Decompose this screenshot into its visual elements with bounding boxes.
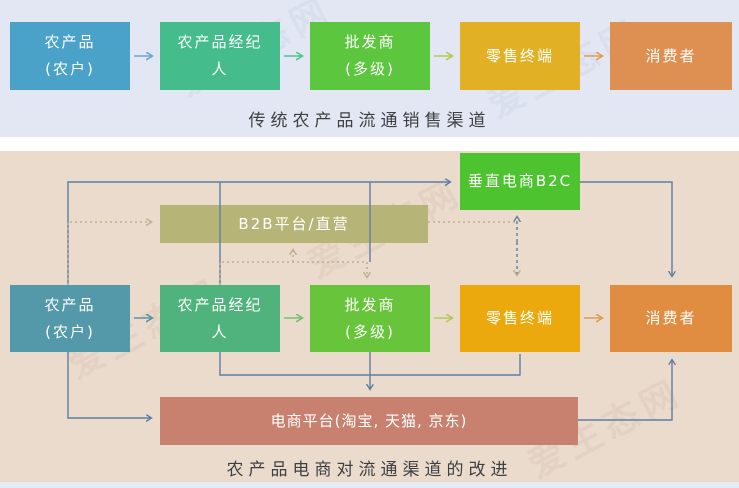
trad-node-wholesaler: 批发商 (多级) (310, 22, 430, 90)
node-b2b-platform: B2B平台/直营 (160, 205, 428, 243)
node-label: 消费者 (645, 309, 697, 327)
node-label: 消费者 (645, 46, 697, 65)
ec-node-broker: 农产品经纪 人 (160, 285, 280, 352)
footer-strip (0, 482, 739, 488)
node-label: 农产品 (44, 295, 96, 314)
node-label: 农产品经纪 (177, 295, 263, 314)
ec-node-wholesaler: 批发商 (多级) (310, 285, 430, 352)
node-label: (多级) (345, 322, 395, 341)
node-label: (农户) (45, 60, 95, 78)
node-label: 农产品经纪 (177, 33, 263, 51)
node-label: 人 (211, 60, 229, 78)
ec-node-retail-terminal: 零售终端 (460, 285, 580, 352)
node-label: 批发商 (344, 295, 396, 314)
node-label: B2B平台/直营 (238, 214, 350, 233)
node-label: (农户) (45, 322, 95, 341)
trad-node-retail-terminal: 零售终端 (460, 22, 580, 90)
ecommerce-channel-caption: 农产品电商对流通渠道的改进 (226, 460, 513, 480)
ec-node-consumer: 消费者 (610, 285, 732, 352)
node-ecommerce-platform: 电商平台(淘宝, 天猫, 京东) (160, 397, 578, 445)
node-label: 农产品 (44, 33, 96, 51)
trad-node-farm-product: 农产品 (农户) (10, 22, 130, 90)
node-label: 垂直电商B2C (467, 172, 573, 190)
node-label: 人 (211, 322, 229, 341)
trad-node-broker: 农产品经纪 人 (160, 22, 280, 90)
trad-node-consumer: 消费者 (610, 22, 732, 90)
traditional-channel-caption: 传统农产品流通销售渠道 (248, 111, 491, 131)
ec-node-farm-product: 农产品 (农户) (10, 285, 130, 352)
node-label: 零售终端 (485, 46, 554, 65)
node-label: (多级) (345, 60, 395, 78)
node-vertical-b2c: 垂直电商B2C (460, 153, 580, 210)
node-label: 零售终端 (485, 309, 554, 327)
node-label: 电商平台(淘宝, 天猫, 京东) (270, 411, 468, 430)
node-label: 批发商 (344, 33, 396, 51)
